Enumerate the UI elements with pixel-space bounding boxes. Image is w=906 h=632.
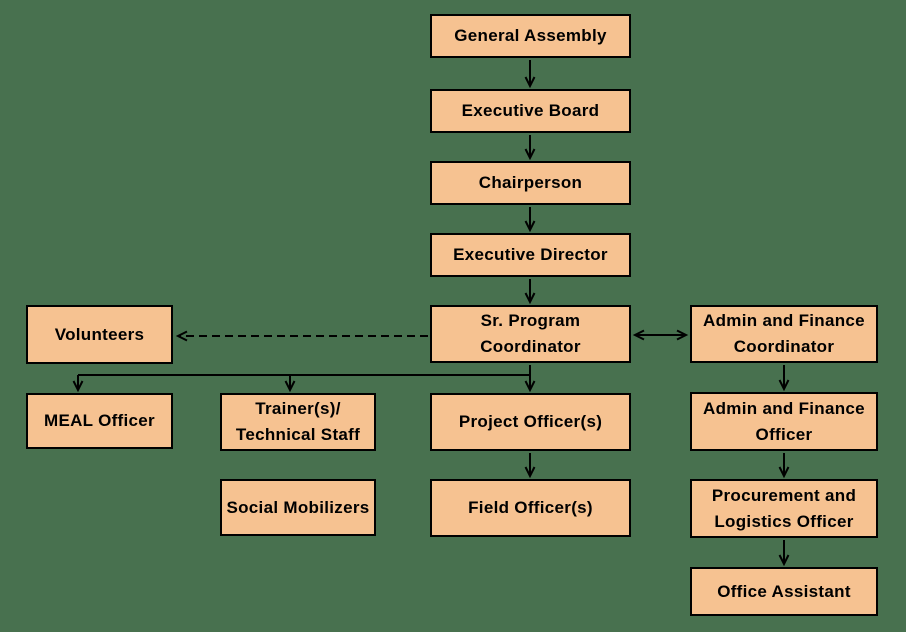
- node-executive-director: Executive Director: [430, 233, 631, 277]
- node-label: Executive Director: [453, 245, 608, 264]
- node-project-officers: Project Officer(s): [430, 393, 631, 451]
- node-chairperson: Chairperson: [430, 161, 631, 205]
- node-sr-program-coordinator: Sr. Program Coordinator: [430, 305, 631, 363]
- node-label-line1: Trainer(s)/: [255, 399, 341, 418]
- node-social-mobilizers: Social Mobilizers: [220, 479, 376, 536]
- node-label: Project Officer(s): [458, 412, 603, 431]
- node-executive-board: Executive Board: [430, 89, 631, 133]
- node-field-officers: Field Officer(s): [430, 479, 631, 537]
- node-label-line1: Admin and Finance: [703, 398, 865, 418]
- node-label-line2: Officer: [755, 424, 813, 444]
- node-general-assembly: General Assembly: [430, 14, 631, 58]
- node-admin-finance-officer: Admin and Finance Officer: [690, 392, 878, 451]
- node-label: Volunteers: [54, 324, 145, 344]
- node-label: Field Officer(s): [468, 498, 593, 517]
- node-label-line2: Coordinator: [480, 337, 581, 356]
- node-label: General Assembly: [454, 26, 607, 45]
- node-label: Office Assistant: [717, 581, 851, 601]
- node-label-line2: Logistics Officer: [714, 511, 854, 531]
- node-label-line1: Admin and Finance: [703, 311, 865, 330]
- node-label-line2: Coordinator: [733, 337, 835, 356]
- node-label: MEAL Officer: [44, 411, 155, 430]
- node-meal-officer: MEAL Officer: [26, 393, 173, 449]
- node-label-line1: Procurement and: [711, 485, 857, 505]
- node-volunteers: Volunteers: [26, 305, 173, 364]
- node-label-line1: Sr. Program: [480, 311, 581, 330]
- node-label: Executive Board: [461, 101, 600, 120]
- node-label: Social Mobilizers: [226, 497, 370, 517]
- node-office-assistant: Office Assistant: [690, 567, 878, 616]
- node-trainers-technical-staff: Trainer(s)/ Technical Staff: [220, 393, 376, 451]
- node-admin-finance-coordinator: Admin and Finance Coordinator: [690, 305, 878, 363]
- node-label-line2: Technical Staff: [235, 425, 361, 444]
- node-label: Chairperson: [478, 173, 583, 192]
- node-procurement-logistics-officer: Procurement and Logistics Officer: [690, 479, 878, 538]
